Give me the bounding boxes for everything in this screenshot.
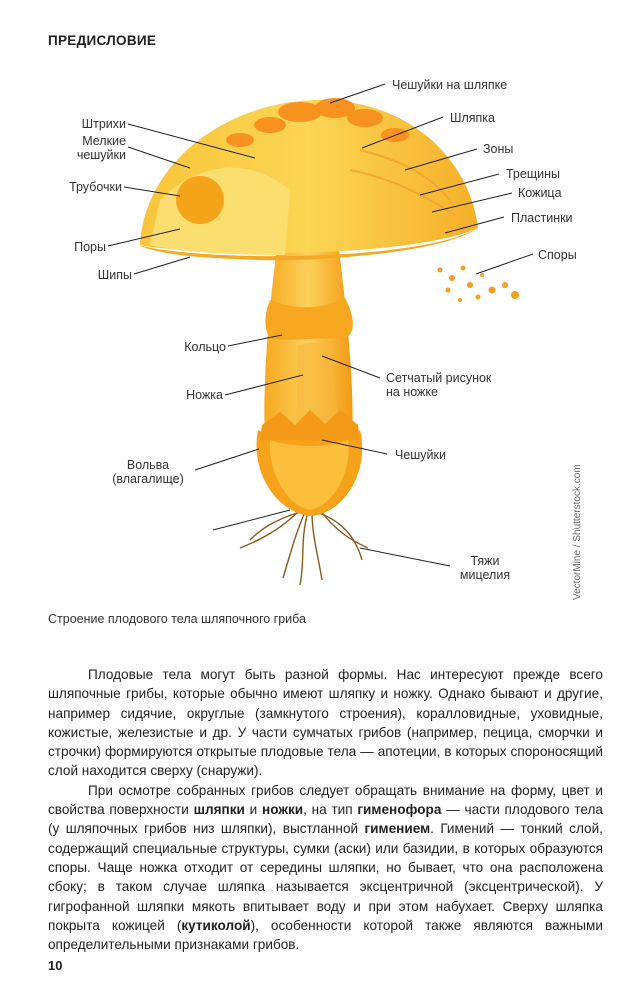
figure-caption: Строение плодового тела шляпочного гриба <box>48 612 306 626</box>
label-pores: Поры <box>74 240 106 254</box>
spores-dots <box>437 265 519 302</box>
label-skin: Кожица <box>518 186 562 200</box>
label-small-scales: Мелкие чешуйки <box>76 134 126 162</box>
label-zones: Зоны <box>483 142 514 156</box>
label-stem: Ножка <box>186 388 223 402</box>
label-spines: Шипы <box>97 268 132 282</box>
tubules-circle <box>176 176 224 224</box>
label-scales-cap: Чешуйки на шляпке <box>392 78 508 92</box>
label-gills: Пластинки <box>511 211 573 225</box>
page-number: 10 <box>48 958 63 973</box>
label-stem-scales: Чешуйки <box>395 448 446 462</box>
paragraph-2: При осмотре собранных грибов следует обр… <box>48 782 603 953</box>
mycelium-strands <box>239 509 369 586</box>
running-header: ПРЕДИСЛОВИЕ <box>48 33 157 48</box>
label-spores: Споры <box>538 248 577 262</box>
label-streaks: Штрихи <box>81 117 126 131</box>
label-ring: Кольцо <box>184 340 226 354</box>
label-tubules: Трубочки <box>69 180 122 194</box>
body-text: Плодовые тела могут быть разной формы. Н… <box>48 665 603 954</box>
paragraph-1: Плодовые тела могут быть разной формы. Н… <box>48 667 603 779</box>
mushroom-diagram <box>107 83 534 586</box>
label-volva: Вольва (влагалище) <box>112 458 184 486</box>
label-mycelium: Тяжи мицелия <box>459 554 511 582</box>
leader-lines <box>107 83 534 567</box>
image-credit: VectorMine / Shutterstock.com <box>572 464 583 600</box>
label-net-pattern: Сетчатый рисунок на ножке <box>386 371 492 399</box>
label-cap: Шляпка <box>450 111 495 125</box>
ring-shape <box>265 298 353 340</box>
label-cracks: Трещины <box>506 167 560 181</box>
